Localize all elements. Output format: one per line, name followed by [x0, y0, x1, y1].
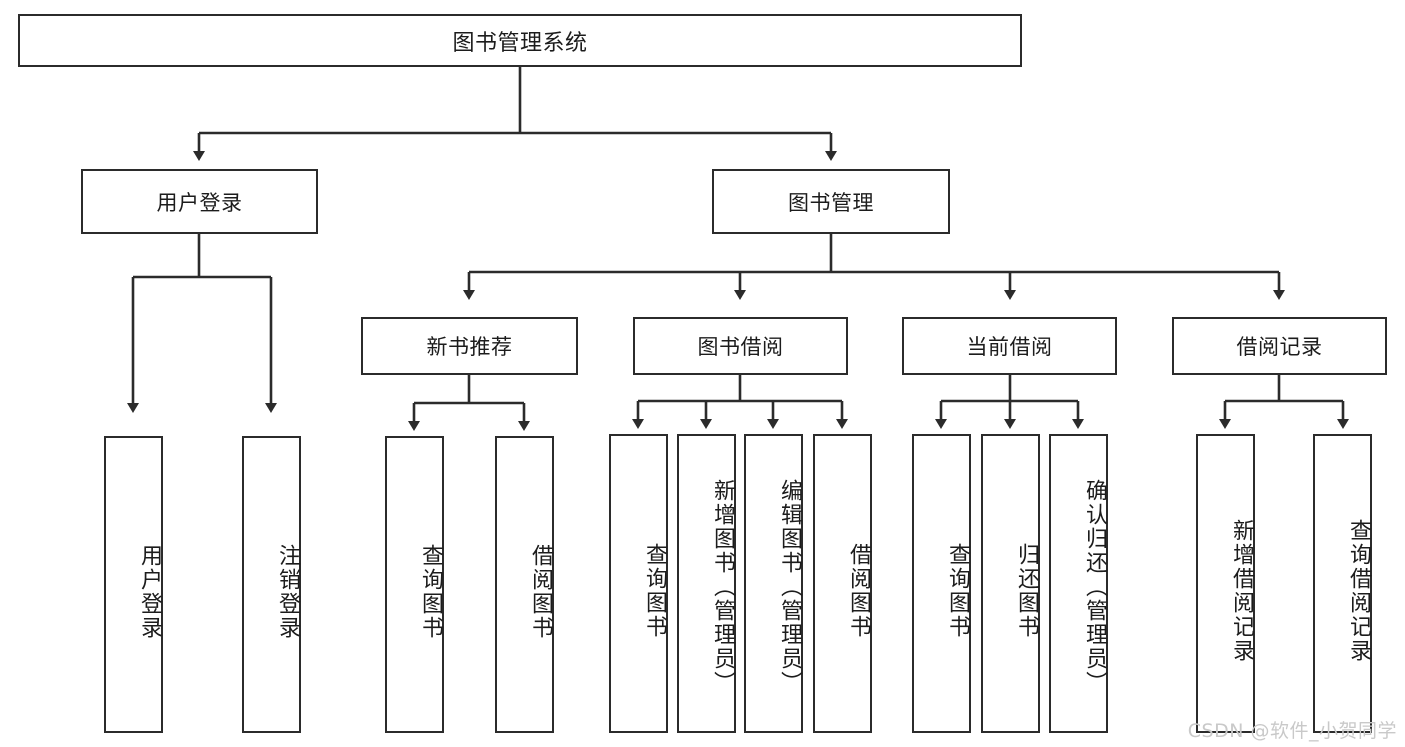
node-label: 确认归还（管理员）: [1082, 478, 1107, 695]
node-label: 借阅图书: [846, 542, 871, 639]
node-label: 借阅图书: [528, 543, 553, 640]
leaf-book-borrow-query-book[interactable]: 查询图书: [609, 434, 668, 733]
node-root-book-management-system[interactable]: 图书管理系统: [18, 14, 1022, 67]
node-label: 查询图书: [945, 542, 970, 639]
node-label: 图书管理: [788, 190, 874, 215]
leaf-current-borrow-confirm-return-admin[interactable]: 确认归还（管理员）: [1049, 434, 1108, 733]
leaf-borrow-record-add-record[interactable]: 新增借阅记录: [1196, 434, 1255, 733]
leaf-user-login-login[interactable]: 用户登录: [104, 436, 163, 733]
node-label: 用户登录: [156, 190, 243, 215]
node-label: 图书借阅: [697, 335, 784, 359]
leaf-new-book-borrow-book[interactable]: 借阅图书: [495, 436, 554, 733]
node-book-borrow[interactable]: 图书借阅: [633, 317, 848, 375]
leaf-book-borrow-edit-book-admin[interactable]: 编辑图书（管理员）: [744, 434, 803, 733]
node-label: 借阅记录: [1236, 335, 1323, 359]
leaf-book-borrow-add-book-admin[interactable]: 新增图书（管理员）: [677, 434, 736, 733]
node-label: 新增图书（管理员）: [710, 478, 735, 695]
node-label: 图书管理系统: [452, 30, 588, 56]
node-borrow-record[interactable]: 借阅记录: [1172, 317, 1387, 375]
node-new-book-recommend[interactable]: 新书推荐: [361, 317, 578, 375]
node-label: 注销登录: [275, 543, 300, 640]
leaf-user-login-logout[interactable]: 注销登录: [242, 436, 301, 733]
node-label: 查询借阅记录: [1346, 518, 1371, 663]
leaf-current-borrow-query-book[interactable]: 查询图书: [912, 434, 971, 733]
node-book-management[interactable]: 图书管理: [712, 169, 950, 234]
node-label: 查询图书: [418, 543, 443, 640]
node-label: 归还图书: [1014, 542, 1039, 639]
leaf-book-borrow-borrow-book[interactable]: 借阅图书: [813, 434, 872, 733]
node-label: 新增借阅记录: [1229, 518, 1254, 663]
node-label: 编辑图书（管理员）: [777, 478, 802, 695]
node-label: 新书推荐: [426, 335, 513, 359]
node-label: 查询图书: [642, 542, 667, 639]
leaf-borrow-record-query-record[interactable]: 查询借阅记录: [1313, 434, 1372, 733]
node-label: 用户登录: [137, 543, 162, 640]
node-label: 当前借阅: [966, 335, 1053, 359]
leaf-new-book-query-book[interactable]: 查询图书: [385, 436, 444, 733]
node-user-login[interactable]: 用户登录: [81, 169, 318, 234]
csdn-watermark: CSDN @软件_小贺同学: [1187, 720, 1397, 742]
leaf-current-borrow-return-book[interactable]: 归还图书: [981, 434, 1040, 733]
node-current-borrow[interactable]: 当前借阅: [902, 317, 1117, 375]
